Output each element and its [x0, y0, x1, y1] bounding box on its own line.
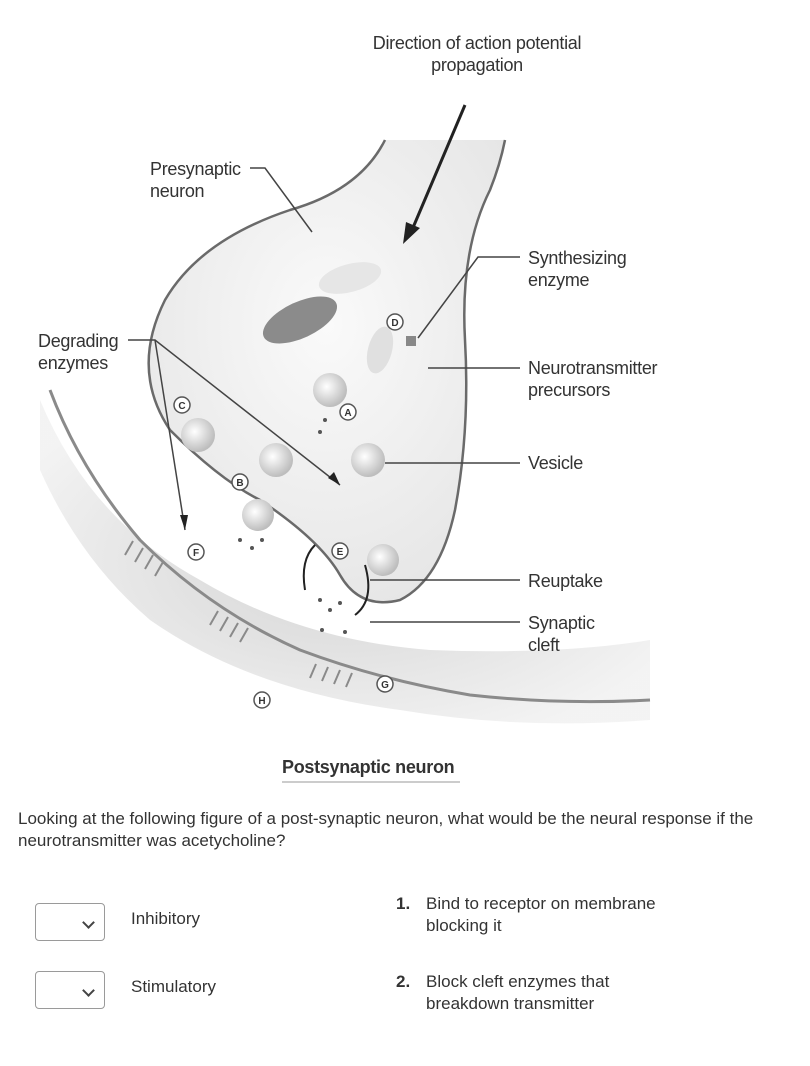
chevron-down-icon [82, 916, 95, 929]
cleft-label: Synaptic cleft [528, 612, 595, 656]
synapse-diagram: A B C D E F G H Direction of action pote… [0, 0, 810, 800]
marker-g: G [381, 680, 389, 691]
option-number: 2. [396, 971, 410, 993]
answer-option-1: 1. Bind to receptor on membrane blocking… [396, 893, 716, 939]
option-number: 1. [396, 893, 410, 915]
presynaptic-label: Presynaptic neuron [150, 158, 241, 202]
reuptake-label: Reuptake [528, 570, 603, 592]
stimulatory-label: Stimulatory [131, 976, 216, 998]
chevron-down-icon [82, 984, 95, 997]
marker-f: F [193, 548, 199, 559]
presynaptic-terminal [149, 140, 505, 602]
precursors-label: Neurotransmitter precursors [528, 357, 657, 401]
postsynaptic-label: Postsynaptic neuron [282, 756, 454, 778]
degrading-label: Degrading enzymes [38, 330, 118, 374]
direction-label: Direction of action potential propagatio… [362, 32, 592, 76]
inhibitory-label: Inhibitory [131, 908, 200, 930]
inhibitory-select[interactable] [35, 903, 105, 941]
option-text: Block cleft enzymes that breakdown trans… [426, 971, 666, 1015]
marker-d: D [391, 318, 398, 329]
marker-e: E [337, 547, 344, 558]
synthesizing-label: Synthesizing enzyme [528, 247, 626, 291]
marker-a: A [344, 408, 351, 419]
question-text: Looking at the following figure of a pos… [18, 808, 778, 852]
marker-c: C [178, 401, 185, 412]
marker-h: H [258, 696, 265, 707]
answer-option-2: 2. Block cleft enzymes that breakdown tr… [396, 971, 716, 1017]
option-text: Bind to receptor on membrane blocking it [426, 893, 696, 937]
stimulatory-select[interactable] [35, 971, 105, 1009]
vesicle-label: Vesicle [528, 452, 583, 474]
marker-b: B [236, 478, 243, 489]
synapse-illustration: A B C D E F G H [0, 0, 810, 800]
